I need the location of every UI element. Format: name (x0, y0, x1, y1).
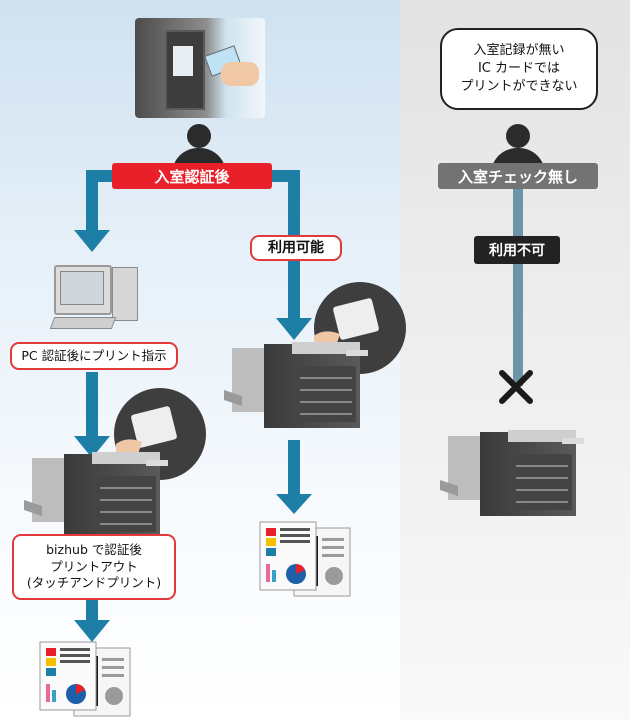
mfp-printer-icon (224, 282, 406, 428)
mfp-printer-icon (24, 388, 206, 538)
mfp-printer-icon (440, 430, 584, 516)
pc-computer-icon (49, 263, 147, 335)
usable-label: 利用可能 (250, 235, 342, 261)
bizhub-auth-label: bizhub で認証後 プリントアウト (タッチアンドプリント) (12, 534, 176, 600)
printed-documents-icon (39, 641, 131, 717)
no-record-note: 入室記録が無い IC カードでは プリントができない (440, 28, 598, 110)
printed-documents-icon (259, 521, 351, 597)
card-reader-illustration (135, 18, 265, 118)
no-entry-check-label: 入室チェック無し (438, 163, 598, 189)
pc-auth-label: PC 認証後にプリント指示 (10, 342, 178, 370)
entry-auth-label: 入室認証後 (112, 163, 272, 189)
unusable-label: 利用不可 (474, 236, 560, 264)
